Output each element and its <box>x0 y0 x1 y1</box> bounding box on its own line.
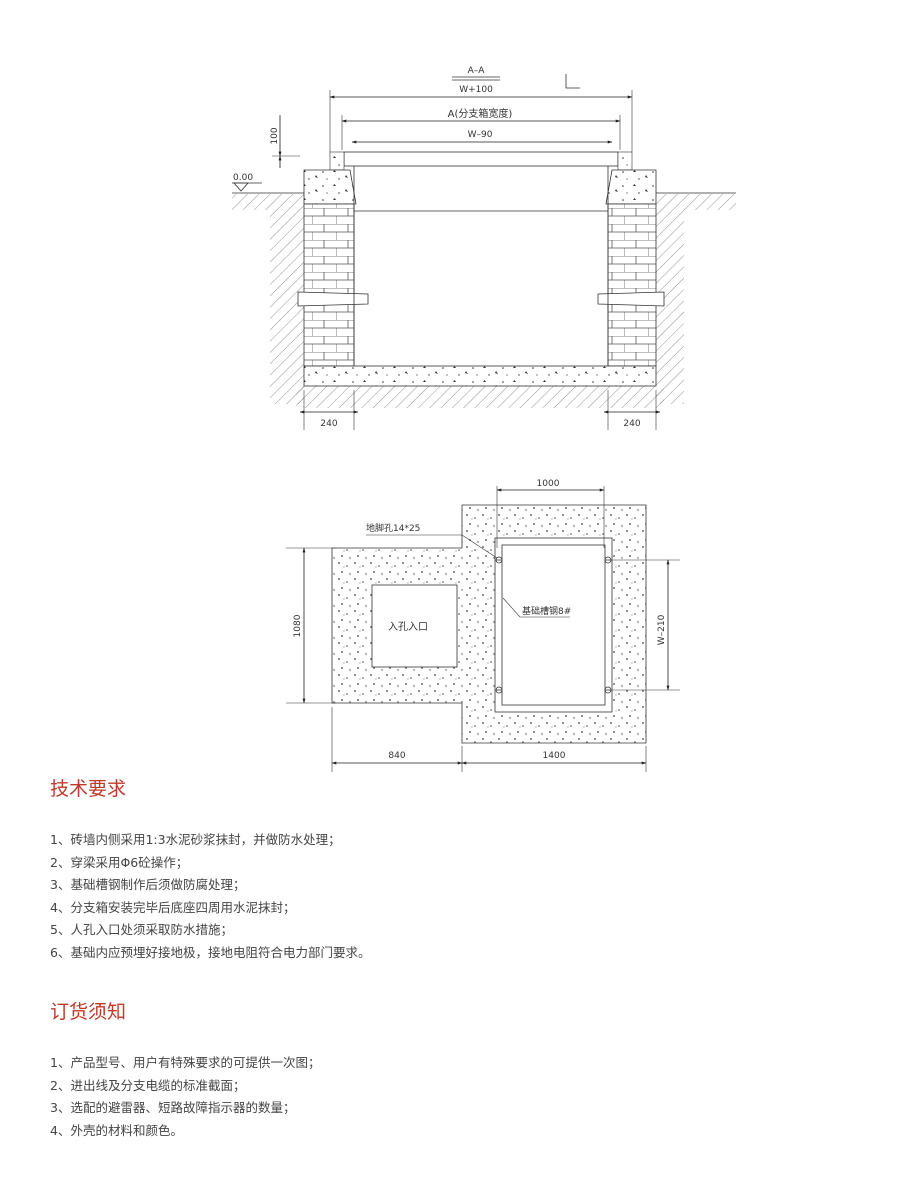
list-item: 2、进出线及分支电缆的标准截面； <box>50 1077 246 1093</box>
right-pipe-sleeve <box>597 291 665 307</box>
list-item: 1、产品型号、用户有特殊要求的可提供一次图； <box>50 1055 321 1070</box>
manhole-opening <box>371 584 458 668</box>
list-item: 3、选配的避雷器、短路故障指示器的数量； <box>50 1100 296 1115</box>
list-item: 5、人孔入口处须采取防水措施； <box>50 922 233 937</box>
cover-slab <box>343 151 619 167</box>
list-item: 2、穿梁采用Φ6砼操作； <box>50 854 189 870</box>
dim-w-minus-90-label: W–90 <box>468 130 493 140</box>
anchor-hole-label: 地脚孔14*25 <box>366 522 420 534</box>
plan-view: 入孔入口 1000 地脚孔14*25 基础槽钢8# 1080 <box>286 479 680 772</box>
ordering-notes-list: 1、产品型号、用户有特殊要求的可提供一次图； 2、进出线及分支电缆的标准截面； … <box>50 1052 850 1142</box>
dim-240-right-label: 240 <box>623 419 640 429</box>
tech-requirements-section: 技术要求 1、砖墙内侧采用1:3水泥砂浆抹封，并做防水处理； 2、穿梁采用Φ6砼… <box>50 774 850 964</box>
section-title: A–A <box>468 66 486 76</box>
dim-1400-label: 1400 <box>543 751 566 761</box>
dim-w-minus-210-label: W–210 <box>657 614 667 645</box>
list-item: 6、基础内应预埋好接地极，接地电阻符合电力部门要求。 <box>50 944 371 960</box>
list-item: 3、基础槽钢制作后须做防腐处理； <box>50 877 246 892</box>
list-item: 4、分支箱安装完毕后底座四周用水泥抹封； <box>50 899 296 915</box>
dim-1080-label: 1080 <box>293 614 303 637</box>
dim-1000-label: 1000 <box>537 479 560 489</box>
left-wall-cap <box>303 169 357 205</box>
list-item: 1、砖墙内侧采用1:3水泥砂浆抹封，并做防水处理； <box>50 832 341 847</box>
level-marker-icon <box>233 182 249 192</box>
dim-240-left-label: 240 <box>320 419 337 429</box>
level-label: 0.00 <box>233 173 253 183</box>
base-slab <box>303 365 657 387</box>
anchor-bolt-icons <box>495 556 612 694</box>
manhole-label: 入孔入口 <box>388 621 428 633</box>
channel-steel-frame-inner <box>501 544 606 706</box>
dim-a-width-label: A(分支箱宽度) <box>448 107 513 120</box>
channel-steel-label: 基础槽钢8# <box>522 605 571 617</box>
tech-requirements-title: 技术要求 <box>50 778 127 800</box>
dim-100-label: 100 <box>270 127 280 144</box>
tech-requirements-list: 1、砖墙内侧采用1:3水泥砂浆抹封，并做防水处理； 2、穿梁采用Φ6砼操作； 3… <box>50 829 850 964</box>
left-pipe-sleeve <box>297 291 369 307</box>
list-item: 4、外壳的材料和颜色。 <box>50 1122 183 1138</box>
dim-w-plus-100-label: W+100 <box>459 85 493 95</box>
right-wall-cap <box>605 169 657 205</box>
technical-drawing: A–A W+100 A(分支箱宽度) W–90 100 0.00 <box>232 66 736 772</box>
left-brick-wall <box>303 203 355 367</box>
section-view: A–A W+100 A(分支箱宽度) W–90 100 0.00 <box>232 66 736 430</box>
right-brick-wall <box>607 203 657 367</box>
dim-840-label: 840 <box>388 751 405 761</box>
ordering-notes-section: 订货须知 1、产品型号、用户有特殊要求的可提供一次图； 2、进出线及分支电缆的标… <box>50 997 850 1142</box>
ordering-notes-title: 订货须知 <box>50 1001 127 1023</box>
